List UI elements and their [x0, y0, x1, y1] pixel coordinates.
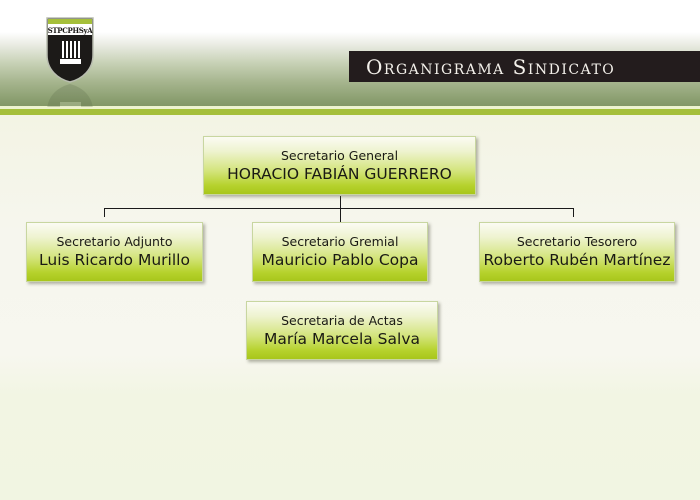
logo-reflection — [46, 83, 94, 107]
org-node-secretario-general: Secretario General HORACIO FABIÁN GUERRE… — [203, 136, 476, 195]
node-name: Roberto Rubén Martínez — [483, 251, 671, 269]
org-node-secretaria-actas: Secretaria de Actas María Marcela Salva — [246, 301, 438, 360]
node-name: María Marcela Salva — [264, 329, 420, 348]
node-role: Secretaria de Actas — [281, 312, 403, 328]
node-role: Secretario Gremial — [281, 234, 399, 249]
connector-vertical-main — [340, 196, 341, 222]
connector-drop-right — [573, 208, 574, 217]
org-node-secretario-tesorero: Secretario Tesorero Roberto Rubén Martín… — [479, 222, 675, 282]
connector-horizontal — [104, 208, 574, 209]
connector-drop-left — [104, 208, 105, 217]
header-divider-lime — [0, 109, 700, 115]
org-node-secretario-gremial: Secretario Gremial Mauricio Pablo Copa — [252, 222, 428, 282]
page-title: Organigrama Sindicato — [366, 54, 616, 79]
node-name: HORACIO FABIÁN GUERRERO — [227, 164, 452, 183]
org-node-secretario-adjunto: Secretario Adjunto Luis Ricardo Murillo — [26, 222, 203, 282]
node-role: Secretario Tesorero — [516, 234, 638, 249]
node-role: Secretario Adjunto — [56, 234, 173, 249]
union-logo-shield-icon — [46, 17, 94, 83]
node-name: Mauricio Pablo Copa — [261, 251, 419, 269]
node-name: Luis Ricardo Murillo — [39, 251, 190, 269]
logo-text: STPCPHSyA — [47, 26, 93, 35]
node-role: Secretario General — [280, 147, 399, 163]
header-divider-light — [0, 106, 700, 109]
page-title-bar: Organigrama Sindicato — [349, 51, 700, 82]
